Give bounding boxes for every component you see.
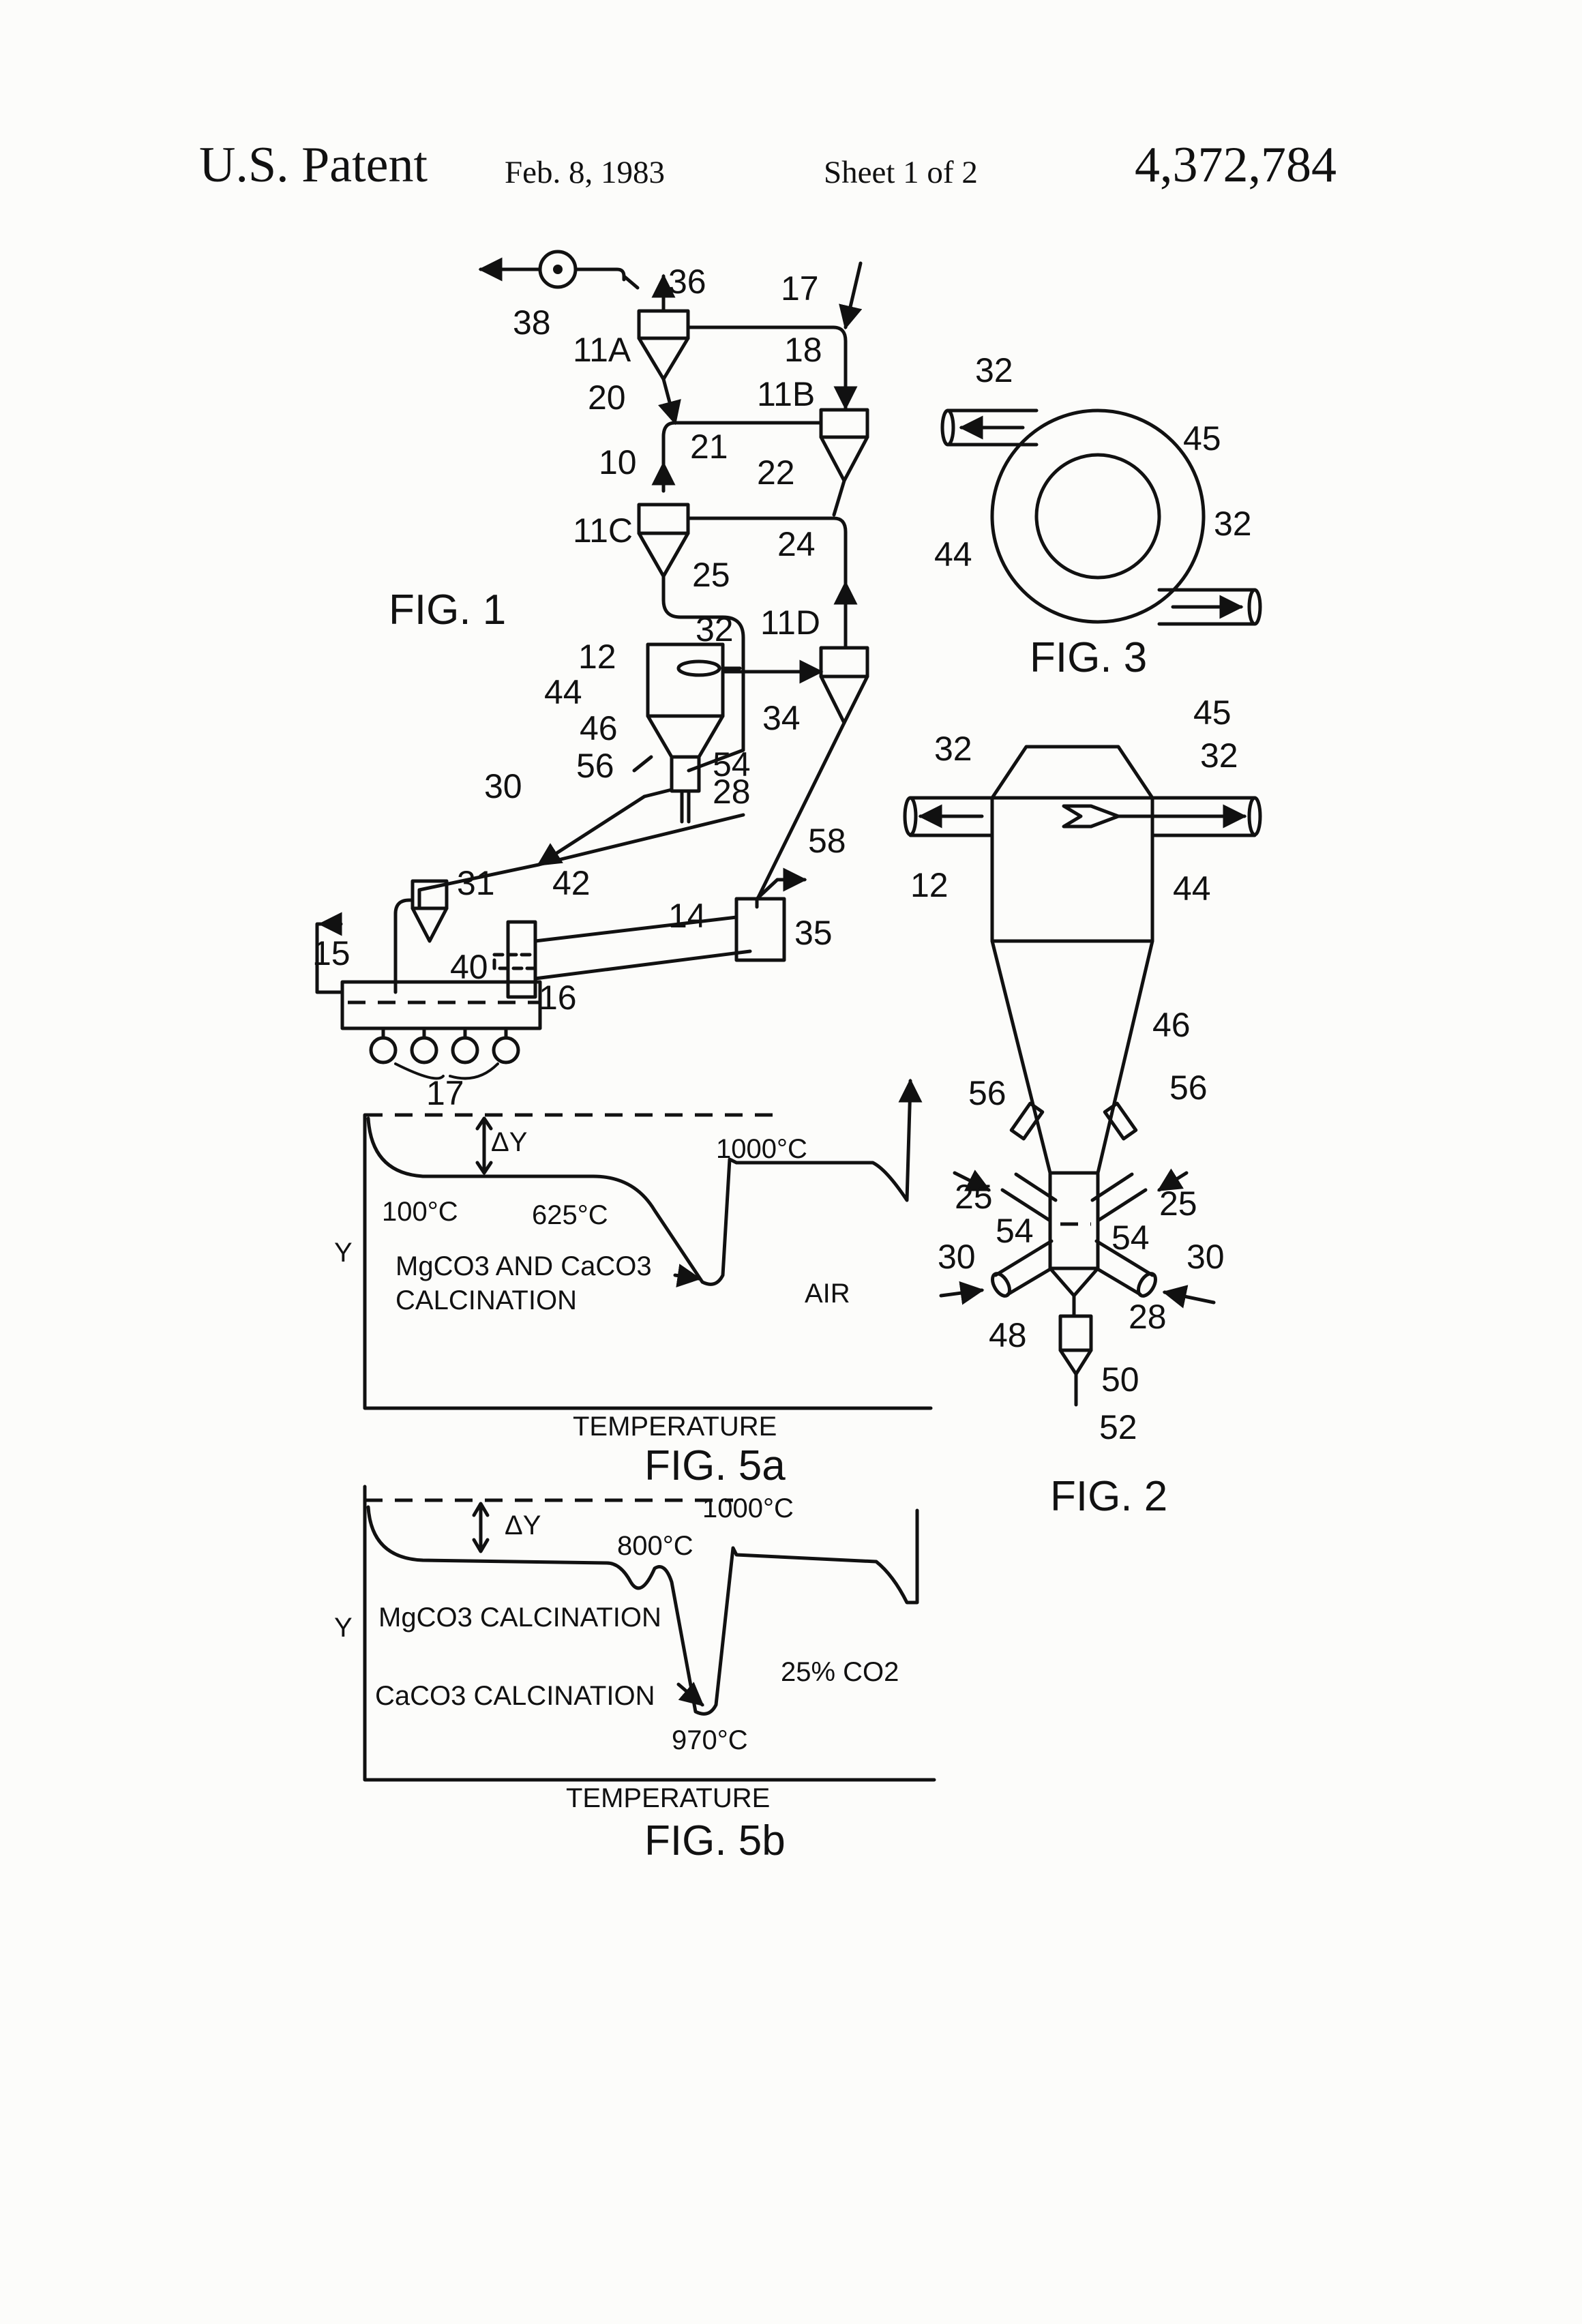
fig2-caption: FIG. 2 [1050,1473,1167,1520]
fig5a-annotation-1: MgCO3 AND CaCO3 [395,1251,652,1281]
label-24: 24 [777,525,816,563]
fig3-label-32a: 32 [975,351,1013,389]
fig2-label-46: 46 [1152,1006,1191,1044]
fig2-label-50: 50 [1101,1360,1139,1399]
fig5b-y-label: Y [334,1613,353,1643]
fig5a-t100: 100°C [382,1197,458,1227]
fig5b-t800: 800°C [617,1531,693,1561]
fig3-label-32b: 32 [1214,505,1252,543]
fig5b-t1000: 1000°C [702,1493,794,1523]
label-11A: 11A [573,331,631,369]
fig5b-atmosphere: 25% CO2 [781,1657,899,1687]
fig2-label-56a: 56 [968,1074,1006,1112]
label-44: 44 [544,673,582,711]
fig2-label-45: 45 [1193,694,1232,732]
fig5a-x-label: TEMPERATURE [573,1412,777,1442]
label-15: 15 [312,934,350,972]
fig2-label-56b: 56 [1169,1069,1208,1107]
label-42: 42 [552,864,591,902]
fig5b-annotation-2: CaCO3 CALCINATION [375,1681,655,1711]
label-34: 34 [762,699,801,737]
label-21: 21 [690,428,728,466]
fig5a-y-label: Y [334,1238,353,1268]
label-11B: 11B [757,375,815,413]
fig2-label-48: 48 [989,1316,1027,1354]
fig3: 32 45 32 44 FIG. 3 [934,351,1260,681]
label-30: 30 [484,767,522,805]
label-40: 40 [450,948,488,986]
label-46: 46 [580,709,618,747]
fig2-label-30a: 30 [938,1238,976,1276]
fig5a-t1000: 1000°C [716,1134,807,1164]
cyclone-11D [821,648,867,723]
fig5b-caption: FIG. 5b [644,1817,786,1864]
fig5a-atmosphere: AIR [805,1279,850,1309]
fig5b-t970: 970°C [672,1725,748,1755]
label-22: 22 [757,453,795,492]
label-17b: 17 [426,1074,464,1112]
label-10: 10 [599,443,637,481]
fig2-label-54b: 54 [1111,1219,1150,1257]
label-35: 35 [794,914,833,952]
fig5a: ΔY 100°C 625°C 1000°C Y MgCO3 AND CaCO3 … [334,1081,931,1489]
kiln-14 [317,796,805,1078]
fig2-label-32b: 32 [1200,736,1238,775]
label-20: 20 [588,378,626,417]
fig2-label-54a: 54 [996,1212,1034,1250]
fig2: 45 32 32 12 44 46 56 56 25 25 54 54 30 3… [905,694,1260,1520]
label-25: 25 [692,556,730,594]
fig2-label-32a: 32 [934,730,972,768]
blower-38 [481,252,624,287]
cyclone-11C [639,505,688,576]
fig2-label-30b: 30 [1186,1238,1225,1276]
fig1-caption: FIG. 1 [389,586,506,634]
fig5b: ΔY 800°C 1000°C Y MgCO3 CALCINATION CaCO… [334,1487,934,1864]
cyclone-11B [821,410,867,481]
fig2-label-12: 12 [910,866,949,904]
fig5a-annotation-2: CALCINATION [395,1285,577,1315]
label-58: 58 [808,822,846,860]
fig3-label-45: 45 [1183,419,1221,458]
fig1-labels: 36 38 17 11A 18 20 11B 21 10 22 11C 24 2… [312,263,846,1112]
label-38: 38 [513,303,551,342]
fig2-label-52: 52 [1099,1408,1137,1446]
label-11C: 11C [573,511,633,550]
fig2-label-25a: 25 [955,1178,993,1216]
fig5a-caption: FIG. 5a [644,1442,786,1489]
fig5a-delta: ΔY [491,1127,527,1157]
label-31: 31 [457,864,495,902]
label-14: 14 [668,897,706,935]
label-32: 32 [696,610,734,649]
label-28: 28 [713,773,751,811]
fig2-label-25b: 25 [1159,1185,1197,1223]
fig5b-delta: ΔY [505,1510,541,1540]
label-17a: 17 [781,269,819,308]
label-11D: 11D [760,604,820,642]
label-56: 56 [576,747,614,785]
fig5b-annotation-1: MgCO3 CALCINATION [378,1603,661,1633]
label-36: 36 [668,263,706,301]
label-12: 12 [578,638,616,676]
fig3-label-44: 44 [934,535,972,573]
label-16: 16 [539,979,577,1017]
label-18: 18 [784,331,822,369]
fig1: 36 38 17 11A 18 20 11B 21 10 22 11C 24 2… [312,252,867,1112]
fig5b-x-label: TEMPERATURE [566,1783,770,1813]
fig3-caption: FIG. 3 [1030,634,1147,681]
fig2-label-28: 28 [1129,1298,1167,1336]
fig2-label-44: 44 [1173,869,1211,908]
fig5a-t625: 625°C [532,1200,608,1230]
